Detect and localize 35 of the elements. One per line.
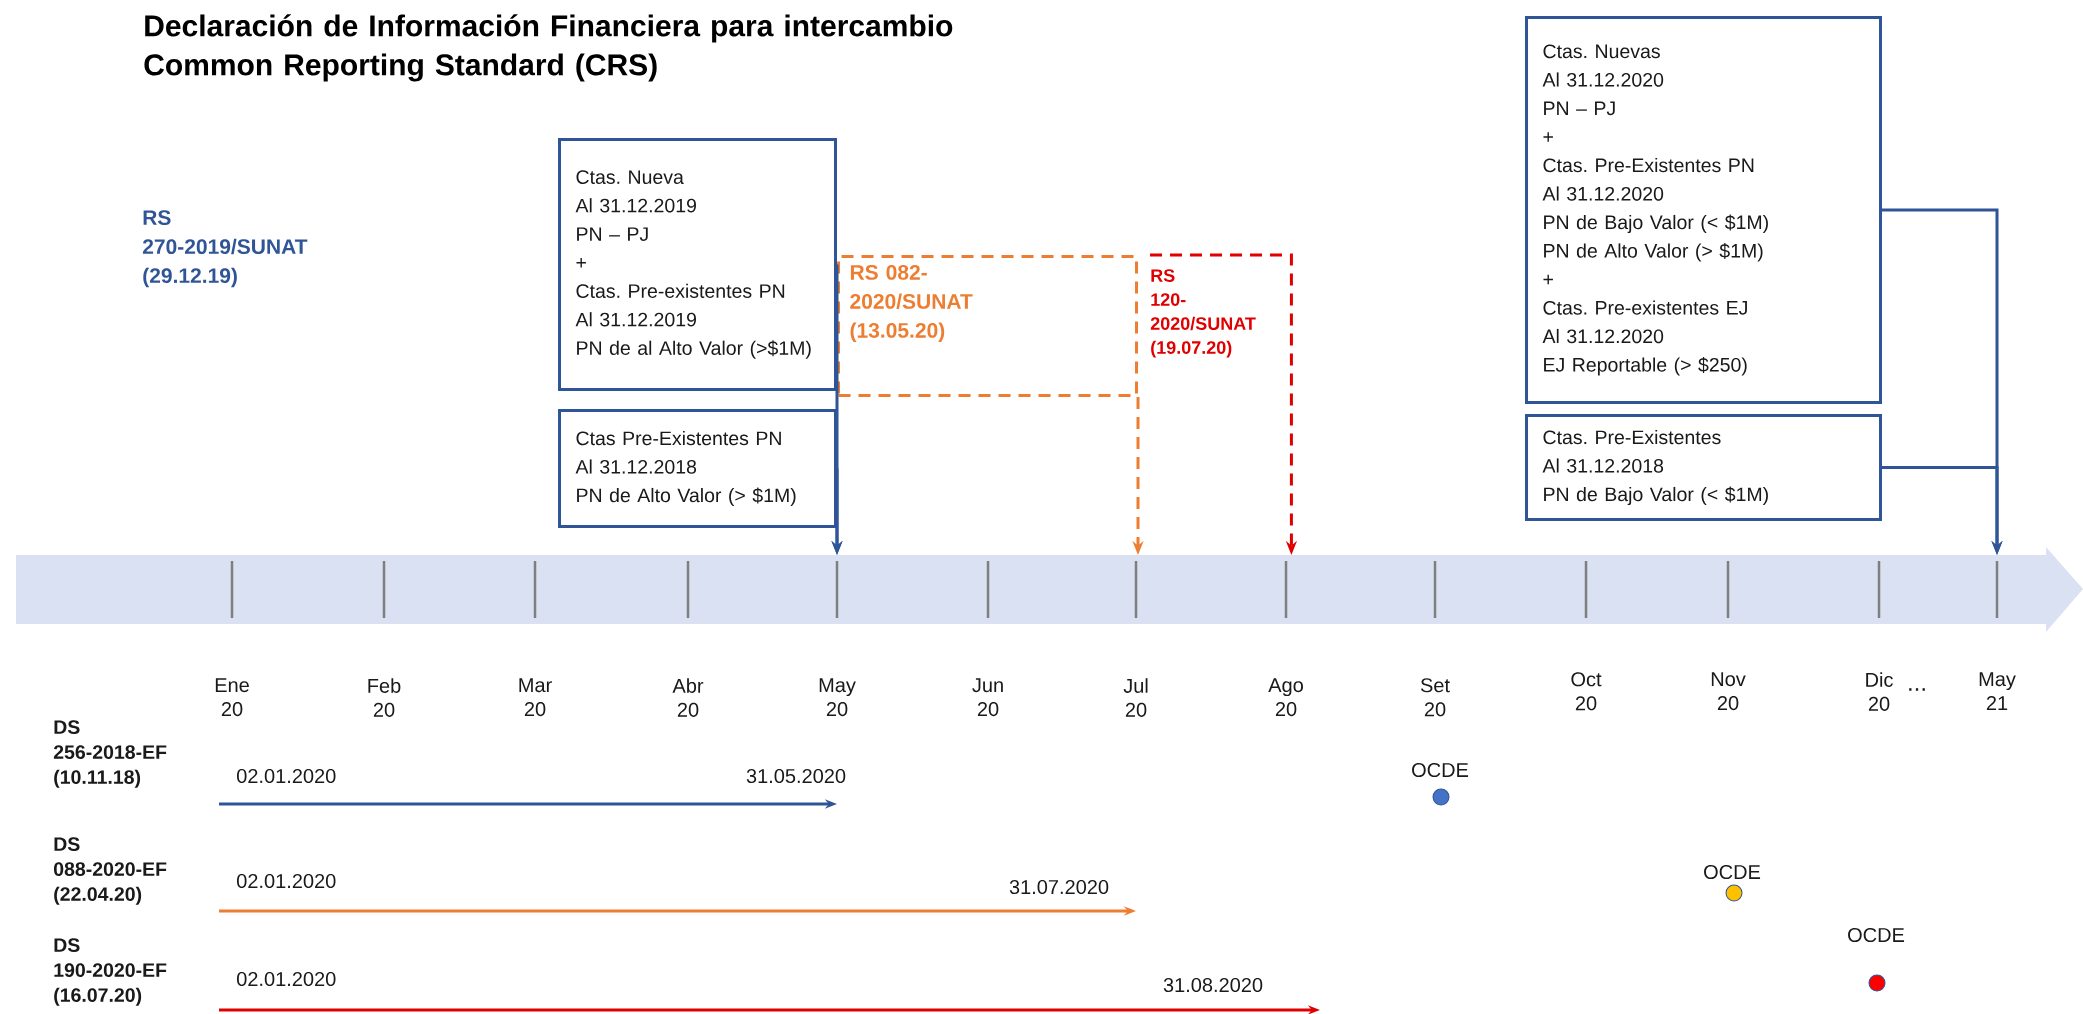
month-label: Ene 20: [215, 678, 249, 717]
title: Declaración de Información Financiera para intercambio Common Reporting Standard (CRS): [144, 14, 953, 82]
date-label: 31.07.2020: [1009, 879, 1109, 895]
date-label: 31.08.2020: [1163, 977, 1263, 993]
account-box: Ctas. Nuevas Al 31.12.2020 PN – PJ + Ctas. Pre-Existentes PN Al 31.12.2020 PN de Bajo Valor (< $1M) PN de Alto Valor (> $1M) + Ctas. Pre-existentes EJ Al 31.12.2020 EJ Reportable (> $250): [1525, 16, 1882, 404]
date-label: 02.01.2020: [237, 768, 336, 784]
month-label: Feb 20: [368, 678, 401, 717]
month-label: Nov 20: [1711, 672, 1746, 711]
month-label: Dic 20: [1866, 672, 1893, 711]
month-label: Set 20: [1420, 678, 1450, 717]
month-label: Jul 20: [1123, 678, 1148, 717]
dashed-box: RS 082-2020/SUNAT (13.05.20): [837, 255, 1138, 397]
month-label: May 21: [1979, 672, 2016, 710]
resolution-label: RS 120-2020/SUNAT (19.07.20): [1150, 269, 1256, 358]
timeline-arrow: [16, 547, 2083, 632]
month-label: Abr 20: [672, 678, 704, 717]
decree-label: DS 190-2020-EF (16.07.20): [54, 938, 167, 1006]
account-box: Ctas Pre-Existentes PN Al 31.12.2018 PN de Alto Valor (> $1M): [558, 409, 837, 528]
ocde-label: OCDE: [1704, 864, 1761, 880]
decree-label: DS 256-2018-EF (10.11.18): [53, 720, 167, 788]
ocde-label: OCDE: [1412, 762, 1469, 778]
date-label: 31.05.2020: [746, 768, 846, 784]
month-label: Oct 20: [1571, 672, 1602, 711]
account-box: Ctas. Nueva Al 31.12.2019 PN – PJ + Ctas. Pre-existentes PN Al 31.12.2019 PN de al Alto Valor (>$1M): [558, 138, 837, 391]
month-label: May 20: [819, 678, 856, 717]
date-label: 02.01.2020: [237, 971, 336, 987]
month-label: Ago 20: [1268, 678, 1303, 717]
month-label: Mar 20: [519, 678, 552, 717]
resolution-label: RS 270-2019/SUNAT (29.12.19): [142, 210, 308, 288]
ellipsis: ...: [1909, 688, 1925, 691]
ocde-label: OCDE: [1848, 927, 1905, 943]
decree-label: DS 088-2020-EF (22.04.20): [54, 837, 167, 905]
month-label: Jun 20: [972, 678, 1003, 717]
date-label: 02.01.2020: [237, 873, 336, 889]
account-box: Ctas. Pre-Existentes Al 31.12.2018 PN de Bajo Valor (< $1M): [1525, 414, 1882, 521]
